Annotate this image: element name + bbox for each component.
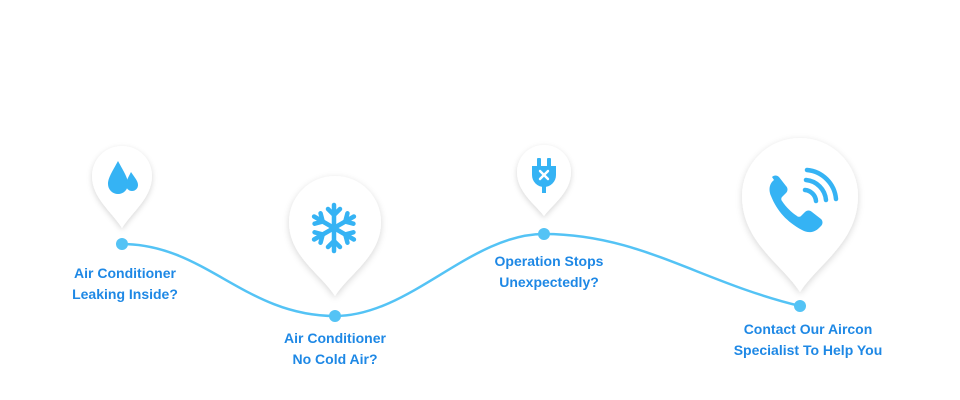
water-drops-icon (108, 161, 138, 194)
step-1-label-line-2: Leaking Inside? (72, 286, 178, 302)
phone-call-icon (769, 167, 839, 233)
step-4-label-line-2: Specialist To Help You (733, 342, 883, 358)
step-2-label-line-2: No Cold Air? (292, 351, 378, 367)
step-2-label-line-1: Air Conditioner (284, 330, 386, 346)
step-4-pin (740, 136, 860, 296)
step-3-pin (515, 142, 573, 220)
timeline-curve (121, 232, 801, 318)
step-1-label-line-1: Air Conditioner (74, 265, 176, 281)
step-2-pin (287, 172, 383, 300)
step-4-label: Contact Our Aircon Specialist To Help Yo… (734, 319, 883, 361)
step-1-pin (90, 142, 154, 232)
step-3-label-line-1: Operation Stops (494, 253, 604, 269)
timeline-dot-2 (329, 310, 341, 322)
timeline-dot-3 (538, 228, 550, 240)
unplugged-plug-icon (532, 158, 556, 193)
step-3-label: Operation Stops Unexpectedly? (495, 251, 604, 293)
snowflake-icon (311, 202, 357, 254)
timeline-dot-1 (116, 238, 128, 250)
step-1-label: Air Conditioner Leaking Inside? (72, 263, 178, 305)
step-4-label-line-1: Contact Our Aircon (743, 321, 873, 337)
timeline-dot-4 (794, 300, 806, 312)
step-3-label-line-2: Unexpectedly? (499, 274, 599, 290)
step-2-label: Air Conditioner No Cold Air? (284, 328, 386, 370)
